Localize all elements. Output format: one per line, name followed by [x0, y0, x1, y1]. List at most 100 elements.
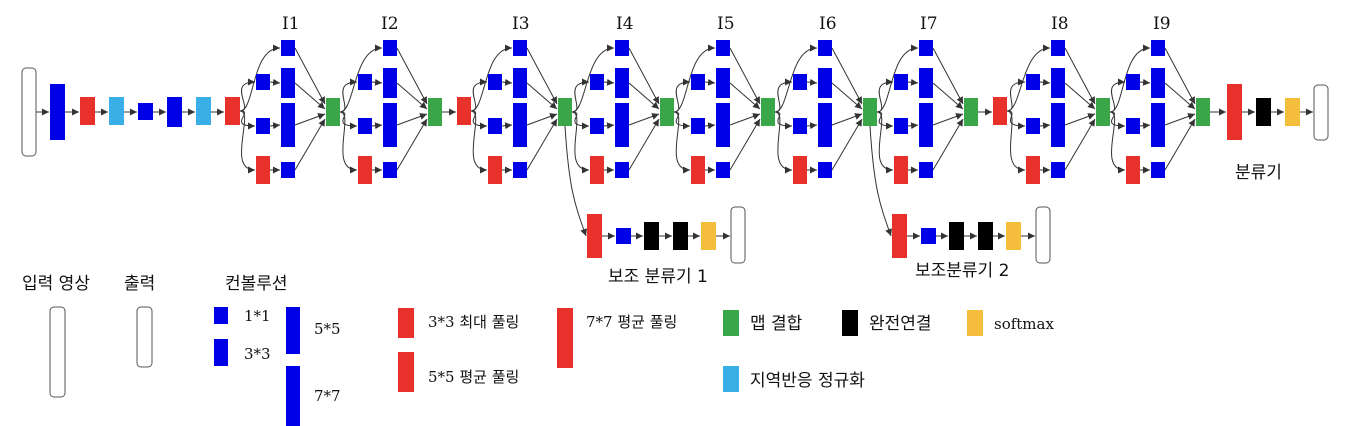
- arrow: [396, 47, 428, 105]
- inception-max-pool: [691, 156, 705, 184]
- legend-input-label: 입력 영상: [22, 274, 90, 294]
- inception-label-3: I3: [512, 14, 530, 34]
- inception-conv-5x5: [818, 103, 832, 147]
- arrow: [339, 111, 358, 174]
- arrow: [704, 78, 716, 86]
- inception-conv-1x1: [1051, 162, 1065, 178]
- avg-pool-7x7-block: [1227, 84, 1242, 140]
- arrow: [1064, 118, 1096, 171]
- arrow: [774, 111, 793, 130]
- inception-concat-6: [863, 98, 877, 126]
- inception-concat-3: [558, 98, 572, 126]
- classifier-label: 분류기: [1235, 163, 1282, 183]
- legend-conv-3x3-swatch: [214, 339, 228, 366]
- legend-lrn-swatch: [723, 366, 739, 392]
- aux1-softmax: [701, 222, 716, 250]
- aux-classifier-1-label: 보조 분류기 1: [608, 267, 708, 287]
- inception-concat-8: [1096, 98, 1110, 126]
- max-pool-block: [993, 97, 1007, 125]
- arrow: [806, 78, 818, 86]
- arrow: [470, 110, 488, 130]
- lrn-block: [196, 97, 211, 125]
- legend-conv-1x1-swatch: [214, 307, 228, 324]
- inception-conv-1x1: [818, 40, 832, 56]
- inception-concat-9: [1196, 98, 1210, 126]
- aux1-fully-connected: [673, 222, 688, 250]
- arrow: [1109, 111, 1126, 174]
- arrow: [470, 110, 488, 174]
- arrow: [294, 113, 326, 126]
- inception-conv-1x1: [716, 40, 730, 56]
- inception-concat-2: [428, 98, 442, 126]
- fully-connected-block: [1256, 98, 1271, 126]
- aux2-output: [1035, 206, 1051, 264]
- inception-conv-1x1: [590, 74, 604, 90]
- max-pool-block: [225, 97, 240, 125]
- arrow: [774, 111, 793, 174]
- inception-concat-7: [964, 98, 978, 126]
- arrow: [239, 110, 256, 130]
- inception-conv-1x1: [383, 162, 397, 178]
- arrow: [1064, 113, 1096, 126]
- conv-1x1-block: [138, 103, 153, 120]
- legend-avg-pool-7-swatch: [557, 308, 573, 368]
- inception-conv-1x1: [1151, 162, 1165, 178]
- arrow: [294, 47, 326, 105]
- arrow: [831, 118, 863, 171]
- inception-label-5: I5: [717, 14, 735, 34]
- legend-avg-pool-7-label: 7*7 평균 풀링: [586, 313, 677, 331]
- inception-conv-5x5: [383, 103, 397, 147]
- legend-conv-1x1-label: 1*1: [244, 307, 271, 325]
- inception-max-pool: [358, 156, 372, 184]
- max-pool-block: [80, 97, 95, 125]
- inception-max-pool: [1026, 156, 1040, 184]
- arrow: [571, 78, 590, 113]
- arrow: [526, 47, 558, 105]
- arrow: [876, 111, 894, 130]
- arrow: [628, 47, 660, 105]
- arrow: [869, 125, 892, 237]
- aux2-conv-1x1: [921, 228, 936, 244]
- input-image-block: [21, 67, 37, 157]
- aux1-conv-1x1: [616, 228, 631, 244]
- legend-conv-title: 컨볼루션: [225, 274, 288, 294]
- arrow: [831, 82, 863, 110]
- inception-conv-1x1: [793, 74, 807, 90]
- inception-conv-1x1: [358, 74, 372, 90]
- inception-conv-3x3: [615, 68, 629, 98]
- arrow: [339, 78, 358, 113]
- legend-input-swatch: [49, 306, 66, 398]
- arrow: [1064, 82, 1096, 110]
- inception-concat-4: [660, 98, 674, 126]
- inception-conv-1x1: [1026, 118, 1040, 134]
- inception-max-pool: [793, 156, 807, 184]
- inception-conv-1x1: [818, 162, 832, 178]
- arrow: [294, 118, 326, 171]
- inception-max-pool: [894, 156, 908, 184]
- arrow: [269, 122, 281, 130]
- arrow: [628, 118, 660, 171]
- network-blocks: [21, 40, 1329, 264]
- arrow: [876, 111, 894, 174]
- legend-lrn-label: 지역반응 정규화: [750, 371, 865, 391]
- legend-concat-swatch: [723, 310, 739, 336]
- arrow: [1006, 110, 1026, 130]
- arrow: [294, 82, 326, 110]
- aux2-softmax: [1006, 222, 1021, 250]
- lrn-block: [109, 97, 124, 125]
- aux1-fully-connected: [644, 222, 659, 250]
- conv-7x7-block: [50, 84, 65, 140]
- inception-concat-1: [326, 98, 340, 126]
- inception-label-8: I8: [1051, 14, 1069, 34]
- output-block: [1313, 84, 1329, 141]
- inception-conv-1x1: [1151, 40, 1165, 56]
- arrow: [729, 82, 761, 110]
- arrow: [339, 111, 358, 130]
- arrow: [673, 111, 691, 130]
- inception-conv-3x3: [1051, 68, 1065, 98]
- inception-conv-5x5: [281, 103, 295, 147]
- arrow: [1164, 82, 1196, 110]
- inception-label-9: I9: [1153, 14, 1171, 34]
- aux1-output: [730, 206, 746, 264]
- arrow: [396, 113, 428, 126]
